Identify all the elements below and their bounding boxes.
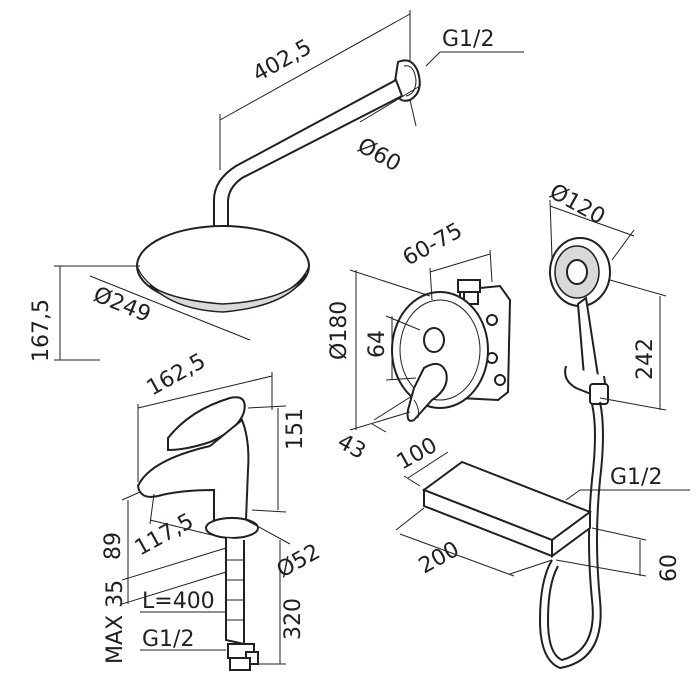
basin-tail-label: 320 bbox=[281, 598, 306, 640]
mixer-diameter-label: Ø180 bbox=[327, 301, 352, 360]
hose-thread-label: G1/2 bbox=[610, 465, 662, 490]
basin-base-label: Ø52 bbox=[273, 539, 325, 583]
basin-thread-label: G1/2 bbox=[142, 627, 194, 652]
arm-thread-label: G1/2 bbox=[442, 27, 494, 52]
concealed-mixer bbox=[391, 279, 512, 422]
shelf-width-label: 200 bbox=[415, 537, 464, 579]
basin-spout-label: 117,5 bbox=[131, 509, 198, 561]
basin-spout-height-label: 89 bbox=[101, 532, 126, 560]
basin-mixer-dimensions bbox=[121, 372, 291, 665]
hand-shower-dimensions bbox=[549, 199, 690, 501]
shelf bbox=[421, 460, 593, 558]
axis-offset-label: 64 bbox=[365, 330, 390, 358]
max-thickness-label: MAX 35 bbox=[103, 580, 128, 664]
basin-mixer bbox=[136, 396, 259, 671]
shelf-depth-label: 100 bbox=[393, 433, 442, 475]
hand-shower bbox=[538, 237, 611, 670]
flange-diameter-label: Ø60 bbox=[353, 133, 405, 177]
shelf-height-label: 60 bbox=[657, 554, 682, 582]
shelf-dimensions bbox=[395, 451, 647, 577]
arm-length-label: 402,5 bbox=[249, 35, 316, 87]
basin-height-label: 151 bbox=[283, 408, 308, 450]
hand-diameter-label: Ø120 bbox=[545, 179, 609, 230]
head-drop-label: 167,5 bbox=[29, 299, 54, 362]
overhead-shower bbox=[136, 59, 421, 313]
plate-depth-label: 43 bbox=[333, 429, 370, 464]
hose-length-label: L=400 bbox=[142, 589, 215, 614]
hand-length-label: 242 bbox=[633, 338, 658, 380]
concealed-mixer-dimensions bbox=[349, 249, 493, 433]
overhead-shower-dimensions bbox=[54, 10, 524, 361]
box-depth-label: 60-75 bbox=[399, 218, 467, 271]
